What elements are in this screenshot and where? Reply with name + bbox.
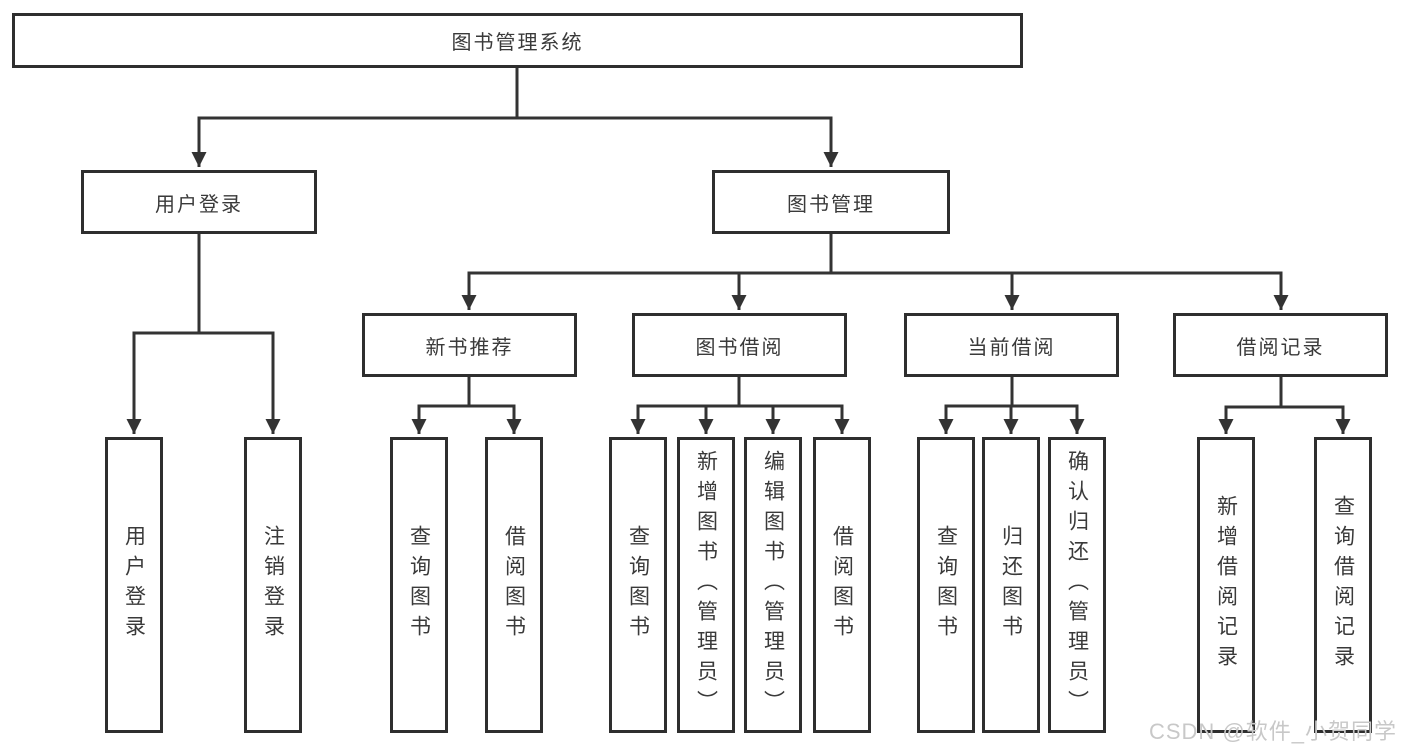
- node-new-book-recommend: 新书推荐: [362, 313, 577, 377]
- leaf-br-query-record-label: 查询借阅记录: [1331, 495, 1355, 675]
- node-borrow-record: 借阅记录: [1173, 313, 1388, 377]
- csdn-watermark: CSDN @软件_小贺同学: [1148, 719, 1397, 744]
- node-root-system: 图书管理系统: [12, 13, 1023, 68]
- leaf-bb-borrow-books: 借阅图书: [813, 437, 871, 733]
- node-user-login-label: 用户登录: [155, 193, 243, 216]
- leaf-logout-label: 注销登录: [261, 525, 285, 645]
- node-book-management: 图书管理: [712, 170, 950, 234]
- leaf-nb-query-books-label: 查询图书: [407, 525, 431, 645]
- node-book-management-label: 图书管理: [787, 193, 875, 216]
- leaf-cb-confirm-return-label: 确认归还（管理员）: [1065, 450, 1089, 720]
- node-root-system-label: 图书管理系统: [451, 32, 584, 54]
- leaf-cb-return-books: 归还图书: [982, 437, 1040, 733]
- leaf-bb-edit-books: 编辑图书（管理员）: [744, 437, 802, 733]
- node-user-login: 用户登录: [81, 170, 317, 234]
- leaf-bb-query-books-label: 查询图书: [626, 525, 650, 645]
- leaf-user-login: 用户登录: [105, 437, 163, 733]
- node-borrow-record-label: 借阅记录: [1236, 336, 1325, 359]
- leaf-bb-borrow-books-label: 借阅图书: [830, 525, 854, 645]
- connector-arrows: [126, 118, 1351, 434]
- leaf-nb-query-books: 查询图书: [390, 437, 448, 733]
- node-book-borrow-label: 图书借阅: [695, 336, 784, 359]
- node-current-borrow: 当前借阅: [904, 313, 1119, 377]
- node-new-book-recommend-label: 新书推荐: [425, 336, 514, 359]
- leaf-br-add-record: 新增借阅记录: [1197, 437, 1255, 733]
- leaf-nb-borrow-books: 借阅图书: [485, 437, 543, 733]
- leaf-bb-add-books: 新增图书（管理员）: [677, 437, 735, 733]
- leaf-user-login-label: 用户登录: [122, 525, 146, 645]
- leaf-bb-edit-books-label: 编辑图书（管理员）: [761, 450, 785, 720]
- leaf-br-query-record: 查询借阅记录: [1314, 437, 1372, 733]
- leaf-cb-query-books-label: 查询图书: [934, 525, 958, 645]
- connector-rails: [132, 68, 1345, 409]
- leaf-cb-confirm-return: 确认归还（管理员）: [1048, 437, 1106, 733]
- leaf-cb-query-books: 查询图书: [917, 437, 975, 733]
- leaf-bb-query-books: 查询图书: [609, 437, 667, 733]
- leaf-nb-borrow-books-label: 借阅图书: [502, 525, 526, 645]
- node-book-borrow: 图书借阅: [632, 313, 847, 377]
- leaf-logout: 注销登录: [244, 437, 302, 733]
- leaf-bb-add-books-label: 新增图书（管理员）: [694, 450, 718, 720]
- leaf-br-add-record-label: 新增借阅记录: [1214, 495, 1238, 675]
- node-current-borrow-label: 当前借阅: [967, 336, 1056, 359]
- leaf-cb-return-books-label: 归还图书: [999, 525, 1023, 645]
